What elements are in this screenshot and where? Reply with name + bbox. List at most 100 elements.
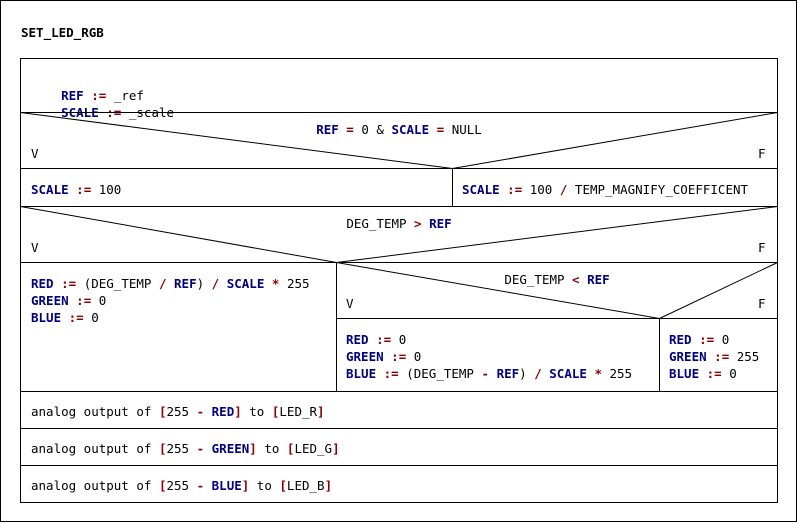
text-token: ) — [196, 276, 212, 291]
text-token: TEMP_MAGNIFY_COEFFICENT — [567, 182, 749, 197]
operator-token: [ — [158, 404, 167, 419]
operator-token: [ — [271, 404, 280, 419]
text-token: 255 — [166, 441, 197, 456]
assign-op: := — [91, 88, 107, 103]
text-token: ) — [519, 366, 535, 381]
text-token: 0 — [406, 349, 422, 364]
text-token: to — [241, 404, 272, 419]
branch1-true-statement: SCALE := 100 — [31, 181, 121, 198]
text-token — [167, 276, 175, 291]
text-token — [580, 272, 588, 287]
text-token: to — [249, 478, 280, 493]
text-token — [204, 478, 212, 493]
operator-token: > — [414, 216, 422, 231]
operator-token: := — [699, 332, 715, 347]
condition-degtemp-gt-ref: DEG_TEMP > REF — [20, 215, 778, 232]
structogram — [20, 58, 778, 503]
operator-token: := — [507, 182, 523, 197]
operator-token: < — [572, 272, 580, 287]
operator-token: * — [271, 276, 280, 291]
cond3-true-label: V — [346, 296, 354, 311]
operator-token: [ — [158, 478, 167, 493]
output-led-b: analog output of [255 - BLUE] to [LED_B] — [31, 477, 332, 494]
operator-token: * — [594, 366, 602, 381]
cond2-true-label: V — [31, 240, 39, 255]
operator-token: ] — [324, 478, 333, 493]
condition-diagonal — [659, 262, 778, 319]
operator-token: := — [376, 332, 392, 347]
text-token — [204, 441, 212, 456]
statement-line: BLUE := 0 — [669, 365, 759, 382]
text-token: DEG_TEMP — [504, 272, 573, 287]
statement-line: GREEN := 0 — [346, 348, 632, 365]
variable-token: RED — [346, 332, 369, 347]
text-token — [54, 276, 62, 291]
condition-diagonal — [336, 262, 660, 319]
cond3-false-label: F — [758, 296, 766, 311]
operator-token: := — [76, 182, 92, 197]
operator-token: - — [196, 441, 205, 456]
condition-ref-scale-null: REF = 0 & SCALE = NULL — [20, 121, 778, 138]
statement-line: BLUE := (DEG_TEMP - REF) / SCALE * 255 — [346, 365, 632, 382]
statement-line: RED := 0 — [669, 331, 759, 348]
variable-token: REF — [496, 366, 520, 381]
condition-diagonal — [20, 206, 337, 263]
diagram-title: SET_LED_RGB — [21, 25, 104, 40]
operator-token: / — [534, 366, 542, 381]
operator-token: [ — [286, 441, 295, 456]
condition-degtemp-lt-ref: DEG_TEMP < REF — [336, 271, 778, 288]
operator-token: / — [158, 276, 167, 291]
cond2-false-label: F — [758, 240, 766, 255]
text-token: LED_G — [294, 441, 333, 456]
operator-token: ] — [234, 404, 242, 419]
branch1-false-statement: SCALE := 100 / TEMP_MAGNIFY_COEFFICENT — [462, 181, 748, 198]
operator-token: [ — [158, 441, 167, 456]
variable-token: RED — [211, 404, 235, 419]
statement-line: RED := 0 — [346, 331, 632, 348]
text-token: 0 & — [353, 122, 392, 137]
operator-token: / — [559, 182, 568, 197]
operator-token: - — [196, 404, 205, 419]
text-token: 255 — [601, 366, 633, 381]
text-token: 100 — [522, 182, 560, 197]
variable-token: BLUE — [31, 310, 62, 325]
text-token: DEG_TEMP — [346, 216, 415, 231]
text-token: analog output of — [31, 441, 159, 456]
variable-token: SCALE — [226, 276, 265, 291]
text-token: LED_B — [286, 478, 325, 493]
var-ref: REF — [61, 88, 84, 103]
text-token — [204, 404, 212, 419]
text-token: 255 — [729, 349, 760, 364]
operator-token: := — [714, 349, 730, 364]
text-token — [376, 366, 384, 381]
operator-token: = — [436, 122, 445, 137]
text-token — [369, 332, 377, 347]
operator-token: := — [383, 366, 399, 381]
condition-diagonal — [452, 112, 778, 169]
variable-token: SCALE — [462, 182, 500, 197]
operator-token: := — [391, 349, 407, 364]
variable-token: BLUE — [669, 366, 700, 381]
variable-token: REF — [429, 216, 452, 231]
text-token — [429, 122, 437, 137]
statement-line: BLUE := 0 — [31, 309, 310, 326]
operator-token: [ — [279, 478, 287, 493]
text-token: 0 — [391, 332, 407, 347]
statement-line: RED := (DEG_TEMP / REF) / SCALE * 255 — [31, 275, 310, 292]
text-token: 255 — [279, 276, 310, 291]
operator-token: := — [68, 310, 84, 325]
text-token: analog output of — [31, 404, 159, 419]
text-token: 0 — [83, 310, 99, 325]
variable-token: BLUE — [346, 366, 377, 381]
text-token: 255 — [166, 404, 197, 419]
operator-token: = — [346, 122, 354, 137]
statement-line: GREEN := 0 — [31, 292, 310, 309]
operator-token: ] — [317, 404, 325, 419]
condition-diagonal — [336, 206, 778, 263]
variable-token: REF — [587, 272, 610, 287]
variable-token: SCALE — [31, 182, 69, 197]
text-token: to — [256, 441, 287, 456]
text-token: LED_R — [279, 404, 318, 419]
